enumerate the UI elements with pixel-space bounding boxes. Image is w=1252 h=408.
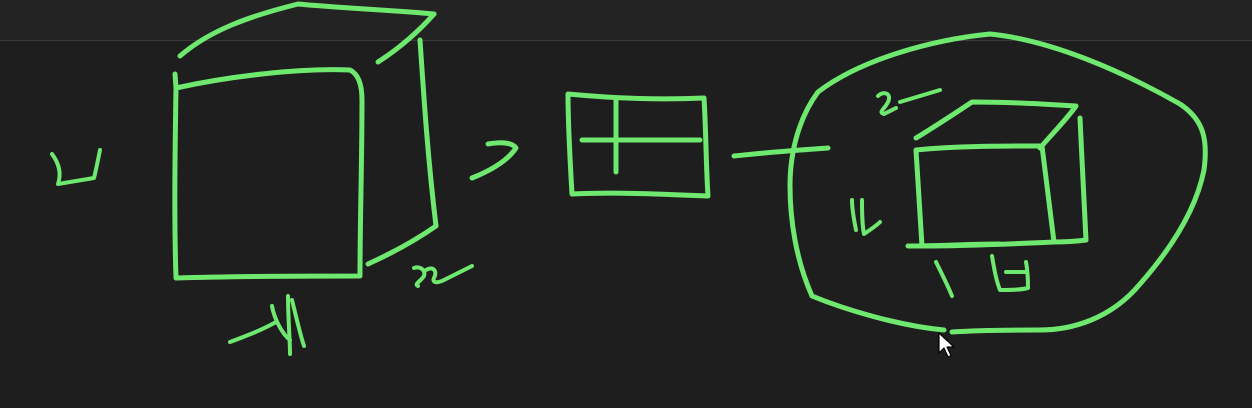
handwritten-mark-bottom-right	[412, 264, 474, 288]
handwritten-mark-top	[876, 88, 942, 116]
large-cube-bottom-right-edge	[365, 223, 439, 267]
arrow-right	[469, 140, 519, 181]
enclosing-loop	[787, 31, 1208, 335]
small-cube-base-line	[905, 241, 1003, 249]
small-rectangle	[565, 91, 711, 199]
handwritten-mark-under-left	[934, 260, 954, 298]
small-cube	[905, 99, 1089, 249]
small-cube-right-edge	[1049, 115, 1089, 245]
large-cube-front-face	[172, 67, 365, 281]
small-rectangle-outline	[565, 91, 711, 199]
pointer-cursor-icon	[938, 332, 955, 358]
connector-line	[731, 145, 831, 159]
handwritten-mark-left	[50, 148, 102, 186]
small-cube-top-face	[913, 99, 1079, 151]
large-cube-top-right-edge	[375, 11, 437, 65]
handwritten-mark-side	[850, 198, 882, 236]
handwritten-mark-bottom-left	[228, 294, 306, 356]
large-cube	[172, 1, 439, 281]
handwritten-mark-under-right	[990, 254, 1030, 292]
small-cube-front-face	[913, 143, 1057, 249]
large-cube-top-back-edge	[177, 1, 437, 59]
large-cube-right-edge	[417, 37, 439, 229]
large-cube-left-edge	[172, 71, 179, 91]
